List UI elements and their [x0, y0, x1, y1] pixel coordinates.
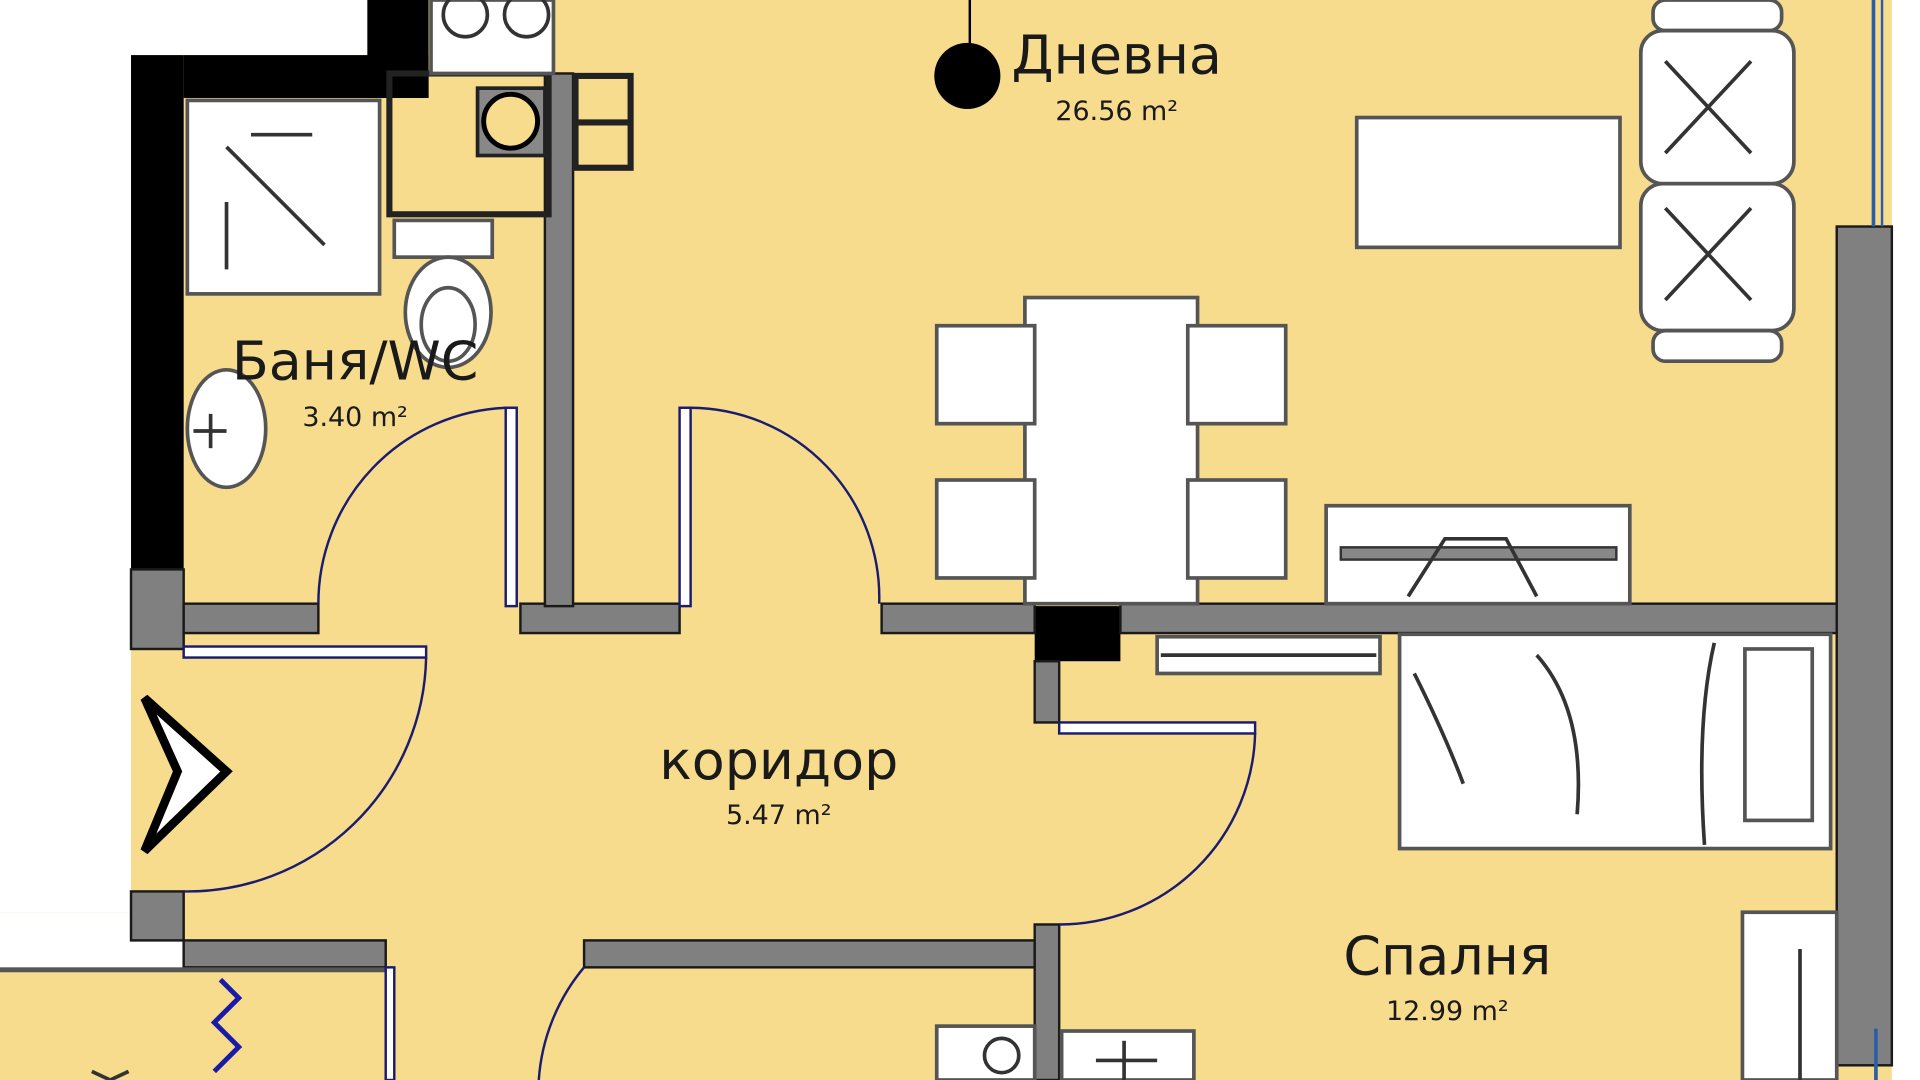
room-name: Спалня [1343, 925, 1551, 988]
tv-stand [1324, 503, 1632, 606]
entrance-arrow-icon [140, 694, 233, 855]
room-corridor: коридор 5.47 m² [659, 729, 898, 831]
partition-walls [0, 70, 1894, 1080]
storage-door[interactable] [91, 966, 586, 1080]
washing-machine [934, 1024, 1037, 1080]
bottom-cabinet [1059, 1029, 1196, 1080]
room-living: Дневна 26.56 m² [1012, 23, 1222, 127]
window [1871, 0, 1884, 1080]
bathroom-door[interactable] [317, 406, 518, 608]
kitchen-counter [429, 0, 556, 76]
sofa [1638, 0, 1796, 364]
dining-table [934, 295, 1288, 606]
room-bedroom: Спалня 12.99 m² [1343, 925, 1551, 1027]
room-name: коридор [659, 729, 898, 792]
toilet [392, 218, 495, 370]
boiler [475, 86, 547, 158]
coffee-table [1354, 115, 1622, 250]
wardrobe [1740, 910, 1839, 1080]
room-bathroom: Баня/WC 3.40 m² [232, 330, 479, 434]
bedroom-door[interactable] [1057, 721, 1257, 926]
pendant-lamp [934, 0, 1001, 109]
room-area: 26.56 m² [1055, 96, 1178, 127]
room-area: 3.40 m² [302, 402, 408, 433]
room-area: 12.99 m² [1386, 996, 1509, 1027]
entrance-door[interactable] [182, 645, 428, 893]
shower-tray [185, 98, 382, 296]
living-room-door[interactable] [678, 406, 881, 608]
washbasin [185, 367, 268, 490]
room-area: 5.47 m² [726, 800, 832, 831]
room-name: Баня/WC [232, 330, 479, 393]
radiator [1155, 634, 1382, 676]
room-name: Дневна [1012, 23, 1222, 86]
bed [1397, 632, 1833, 851]
